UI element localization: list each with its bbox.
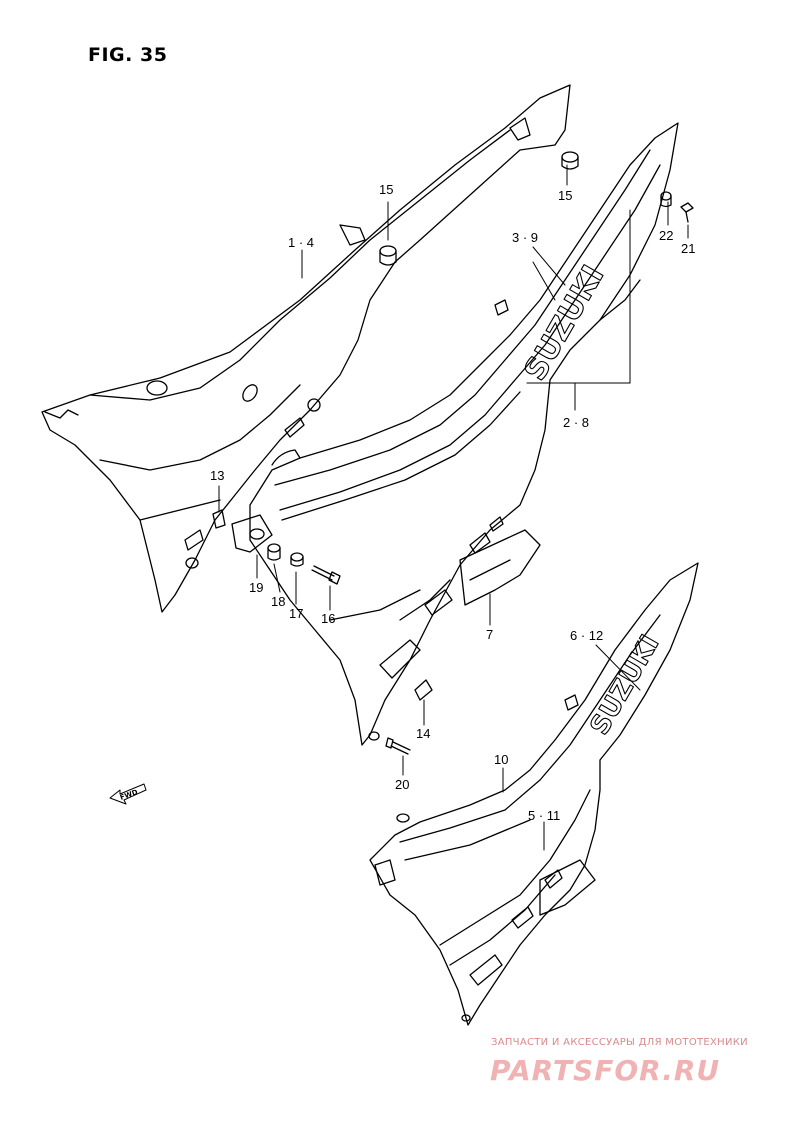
callout-13: 13	[210, 468, 225, 483]
collar-part-18	[267, 543, 281, 561]
callout-10: 10	[494, 752, 509, 767]
forward-arrow-icon	[109, 783, 147, 805]
bushing-part-19	[231, 514, 273, 553]
watermark-caption: ЗАПЧАСТИ И АКСЕССУАРЫ ДЛЯ МОТОТЕХНИКИ	[491, 1037, 748, 1048]
callout-5-11: 5 · 11	[528, 808, 561, 823]
grommet-part-15-right	[561, 151, 579, 170]
inner-panel-part-7	[459, 529, 541, 606]
callout-20: 20	[395, 777, 410, 792]
figure-title: FIG. 35	[88, 44, 168, 66]
watermark-logo: PARTSFOR.RU	[490, 1054, 721, 1087]
callout-19: 19	[249, 580, 264, 595]
callout-14: 14	[416, 726, 431, 741]
frame-cover-part-1-4	[41, 84, 571, 613]
callout-17: 17	[289, 606, 304, 621]
washer-part-17	[290, 552, 304, 567]
callout-2-8: 2 · 8	[563, 415, 590, 430]
bolt-part-16	[311, 565, 341, 585]
lower-side-cover-part-5-11	[369, 562, 699, 1026]
callout-3-9: 3 · 9	[512, 230, 539, 245]
leader-lines	[218, 164, 689, 851]
suzuki-decal-bottom: SUZUKI	[584, 630, 666, 741]
frame-cover-part-2-8	[249, 122, 679, 746]
fwd-label: FWD	[119, 788, 139, 802]
callout-21: 21	[681, 241, 696, 256]
nut-part-22	[660, 191, 672, 208]
callout-1-4: 1 · 4	[288, 235, 315, 250]
bolt-part-21	[680, 202, 694, 223]
callout-6-12: 6 · 12	[570, 628, 604, 643]
callout-16: 16	[321, 611, 336, 626]
grommet-part-15-left	[379, 245, 397, 266]
clip-part-13	[212, 509, 226, 529]
callout-15-right: 15	[558, 188, 573, 203]
screw-part-20	[385, 737, 411, 755]
suzuki-decal-bottom-text: SUZUKI	[585, 630, 666, 740]
callout-7: 7	[486, 627, 494, 642]
pad-part-14	[414, 679, 433, 701]
callout-15-left: 15	[379, 182, 394, 197]
callout-22: 22	[659, 228, 674, 243]
callout-18: 18	[271, 594, 286, 609]
